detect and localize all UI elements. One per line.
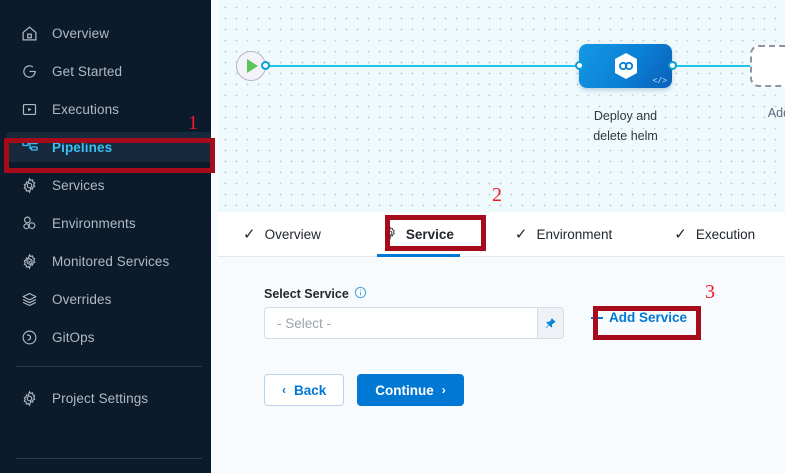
annotation-number-2: 2: [492, 184, 502, 206]
annotation-number-1: 1: [188, 112, 198, 134]
continue-button-label: Continue: [375, 382, 434, 398]
check-icon: ✓: [243, 225, 256, 243]
chevron-right-icon: ›: [441, 383, 446, 397]
sidebar-item-overrides[interactable]: Overrides: [6, 284, 212, 314]
annotation-number-3: 3: [705, 281, 715, 303]
wire-stage-to-add: [672, 65, 750, 67]
back-button-label: Back: [294, 382, 327, 398]
tab-service[interactable]: Service: [376, 212, 460, 257]
stage-label-line2: delete helm: [593, 129, 658, 143]
sidebar-item-project-settings[interactable]: Project Settings: [6, 383, 212, 413]
helm-hexagon-icon: [614, 53, 637, 79]
sidebar-divider: [16, 366, 202, 367]
tab-label: Service: [405, 226, 454, 242]
gear-icon: [383, 225, 397, 243]
port-stage-in[interactable]: [575, 61, 584, 70]
sidebar-item-label: Overrides: [52, 291, 112, 307]
play-icon: [247, 59, 258, 73]
select-service-label-text: Select Service: [264, 287, 349, 301]
pipeline-stage-node[interactable]: </>: [579, 44, 672, 88]
sidebar-item-label: Get Started: [52, 63, 123, 79]
add-service-button[interactable]: Add Service: [591, 310, 687, 325]
port-stage-out[interactable]: [668, 61, 677, 70]
back-button[interactable]: ‹ Back: [264, 374, 345, 406]
sidebar-footer-divider: [16, 458, 202, 459]
sidebar-item-gitops[interactable]: GitOps: [6, 322, 212, 352]
tab-overview[interactable]: ✓ Overview: [243, 212, 321, 257]
tab-label: Execution: [695, 226, 756, 242]
tab-execution[interactable]: ✓ Execution: [674, 212, 755, 257]
pipelines-icon: [20, 138, 39, 157]
pipeline-canvas[interactable]: </> Deploy and delete helm Add Stage: [218, 0, 785, 212]
sidebar-item-environments[interactable]: Environments: [6, 208, 212, 238]
tab-label: Environment: [536, 226, 613, 242]
select-service-input[interactable]: - Select -: [264, 307, 537, 339]
select-service-control[interactable]: - Select -: [264, 307, 564, 339]
tab-environment[interactable]: ✓ Environment: [515, 212, 612, 257]
port-start-out[interactable]: [261, 61, 270, 70]
sidebar-item-label: GitOps: [52, 329, 95, 345]
sidebar-item-pipelines[interactable]: Pipelines: [6, 132, 212, 162]
monitored-services-icon: [20, 252, 39, 271]
add-service-label: Add Service: [609, 310, 688, 325]
sidebar-item-label: Overview: [52, 25, 110, 41]
info-icon[interactable]: [354, 286, 367, 302]
sidebar-item-label: Environments: [52, 215, 136, 231]
sidebar-edge: [211, 0, 218, 473]
code-badge-icon: </>: [652, 77, 667, 86]
gear-icon: [20, 176, 39, 195]
continue-button[interactable]: Continue ›: [357, 374, 464, 406]
add-stage-label: Add Stage: [767, 106, 785, 120]
wire-start-to-stage: [265, 65, 579, 67]
layers-icon: [20, 290, 39, 309]
sidebar-item-overview[interactable]: Overview: [6, 18, 212, 48]
sidebar-item-label: Executions: [52, 101, 120, 117]
sidebar-item-services[interactable]: Services: [6, 170, 212, 200]
sidebar-item-label: Pipelines: [52, 139, 113, 155]
stage-label-line1: Deploy and: [593, 109, 658, 123]
environments-icon: [20, 214, 39, 233]
select-service-label: Select Service: [264, 286, 367, 302]
sidebar-item-monitored-services[interactable]: Monitored Services: [6, 246, 212, 276]
sidebar-item-get-started[interactable]: Get Started: [6, 56, 212, 86]
sidebar-item-executions[interactable]: Executions: [6, 94, 212, 124]
get-started-icon: [20, 62, 39, 81]
gitops-icon: [20, 328, 39, 347]
plus-icon: [591, 311, 603, 324]
chevron-left-icon: ‹: [282, 383, 286, 397]
sidebar-item-label: Services: [52, 177, 105, 193]
add-stage-button[interactable]: [750, 45, 785, 87]
sidebar: Overview Get Started Executions: [0, 0, 218, 473]
sidebar-item-label: Monitored Services: [52, 253, 170, 269]
home-icon: [20, 24, 39, 43]
pipeline-tabbar: ✓ Overview Service ✓ Environment ✓ Execu…: [218, 212, 785, 257]
check-icon: ✓: [674, 225, 687, 243]
pin-icon[interactable]: [537, 307, 564, 339]
executions-icon: [20, 100, 39, 119]
gear-icon: [20, 389, 39, 408]
tab-label: Overview: [264, 226, 321, 242]
sidebar-item-label: Project Settings: [52, 390, 149, 406]
main-content: </> Deploy and delete helm Add Stage ✓ O…: [218, 0, 785, 473]
form-actions: ‹ Back Continue ›: [264, 374, 464, 406]
check-icon: ✓: [514, 225, 528, 243]
stage-label: Deploy and delete helm: [554, 106, 697, 146]
service-form-panel: Select Service - Select - Add Service: [218, 257, 785, 473]
